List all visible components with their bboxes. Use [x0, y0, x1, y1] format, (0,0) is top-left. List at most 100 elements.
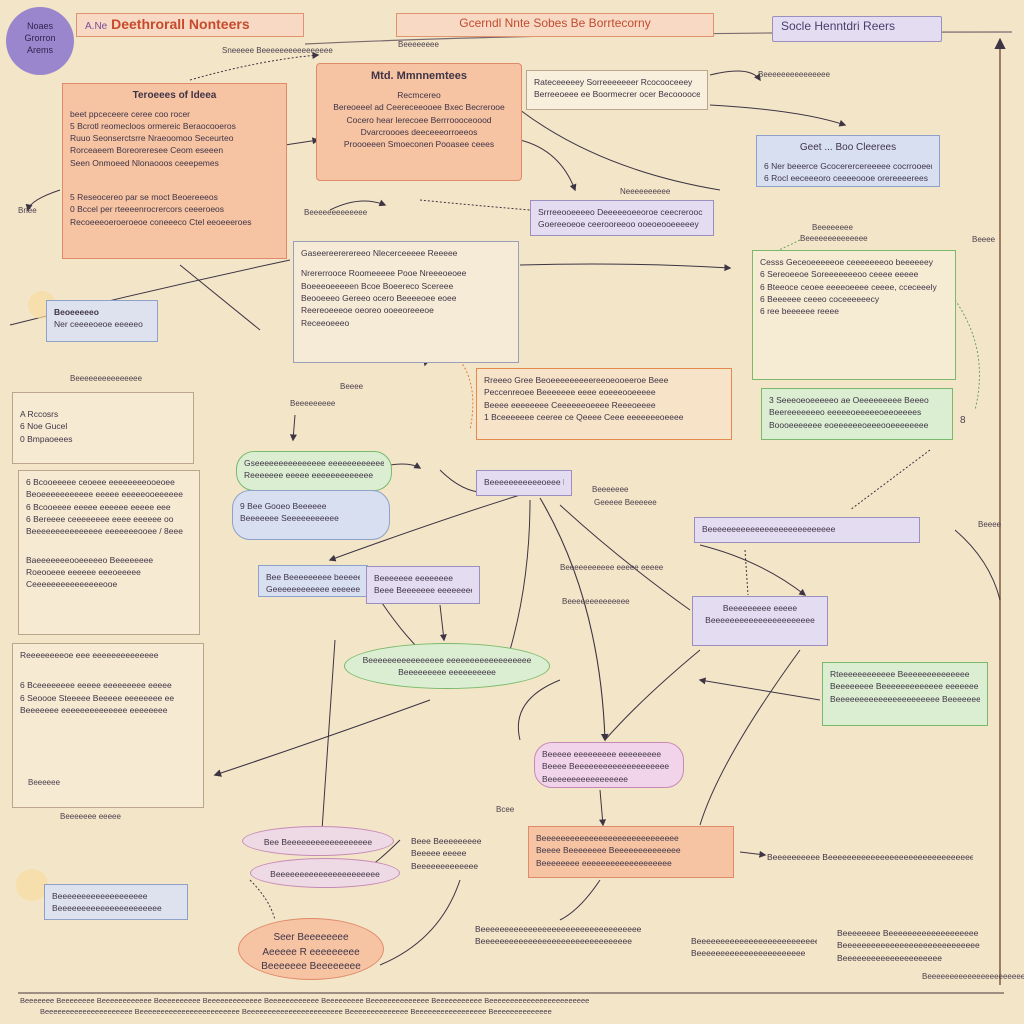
- edge-label: Beeeeeeeeeeeeeee: [758, 70, 831, 79]
- connector: [519, 109, 721, 191]
- node-line: Gaseereererereeo Nlecerceeeee Reeeee: [301, 248, 458, 258]
- node-pink-pill: Beeeee eeeeeeeee eeeeeeeee Beeee Beeeeee…: [534, 742, 684, 788]
- node-line: 9 Bee Gooeo Beeeeee: [240, 501, 327, 511]
- node-title: Mtd. Mmnnemtees: [371, 70, 467, 82]
- node-line: Beeeeeeeeeeeeeeeeeeeeeeeeeeeee: [536, 833, 679, 843]
- node-line: 3 Seeeoeoeeeeeo ae Oeeeeeeeee Beeeo: [769, 395, 929, 405]
- connector: [249, 879, 276, 921]
- node-line: 5 Reseocereo par se moct Beoereeeos: [70, 192, 218, 203]
- node-line: Beoeeeeeo: [54, 307, 99, 317]
- edge-label: Beeeeeeeeeeeeee: [562, 597, 630, 606]
- node-line: 0 Bmpaoeees: [20, 433, 73, 444]
- node-line: Beeeeeeeeeeeeeeeeeeeeeeeeeee: [691, 936, 817, 946]
- connector: [25, 189, 61, 212]
- connector: [739, 850, 767, 858]
- node-line: Beeeeeeeeeeeeeeeeeeeee: [837, 952, 942, 962]
- edge-label: Geeeee Beeeeee: [594, 498, 657, 507]
- node-line: Beeeeeeeeeeeeeeeee: [542, 773, 629, 784]
- node-line: Bee Beeeeeeeeeeeeeeeeee: [263, 837, 373, 847]
- connector: [559, 504, 691, 611]
- connector: [699, 544, 807, 596]
- node-orange-center: Rreeeo Gree Beoeeeeeeeeereeoeooeeroe Bee…: [476, 368, 732, 440]
- corner-badge: Noaes Grorron Arems: [6, 7, 74, 75]
- connector: [321, 639, 336, 831]
- edge-label: Beeeeeeee: [398, 40, 439, 49]
- node-line: Beeeeeeeeeeeeeeeeeeeeee: [52, 903, 162, 914]
- node-line: Beeeeeeeeeeeeeeeeeeeeeeeeeee: [702, 524, 836, 534]
- highlight-dot: [16, 869, 48, 901]
- badge-line: Arems: [26, 45, 53, 55]
- node-line: Beooeeeo Gereeo ocero Beeeeoee eoee: [301, 292, 457, 303]
- node-line: Ceeeeeeeeeeeeeeeooe: [26, 579, 118, 590]
- node-green-right: Cesss Geceoeeeeeoe ceeeeeeeoo beeeeeey 6…: [752, 250, 956, 380]
- node-line: Dvarcroooes deeceeeorroeeos: [360, 126, 478, 137]
- node-line: Beeeeeeeeeeeeeeeeeeeeeeeeeeeeeeee: [475, 936, 632, 947]
- node-line: Beee Beeeeeeeee: [411, 836, 482, 846]
- connector: [519, 139, 577, 192]
- node-line: Gseeeeeeeeeeeeeee eeeeeeeeeeeee: [244, 458, 384, 468]
- node-line: Beeeee eeeeeeeee eeeeeeeee: [542, 749, 662, 759]
- node-line: Proooeeen Smoeconen Pooasee ceees: [343, 139, 495, 150]
- node-green-mid: 3 Seeeoeoeeeeeo ae Oeeeeeeeee Beeeo Beer…: [761, 388, 953, 440]
- node-green-right-lower: Rteeeeeeeeeeee Beeeeeeeeeeeeee Beeeeeeee…: [822, 662, 988, 726]
- node-line: Beeeeeeeee eeeee: [722, 603, 798, 613]
- header-left: A.Ne Deethrorall Nonteers: [76, 13, 304, 37]
- node-line: Recmcereo: [397, 89, 441, 100]
- node-lavender-top: Srrreeooeeeeo Deeeeeoeeoroe ceecrerooc G…: [530, 200, 714, 236]
- node-line: Reeeeeeeeoe eee eeeeeeeeeeeeee: [20, 650, 159, 660]
- connector: [698, 677, 821, 701]
- connector: [509, 499, 531, 651]
- node-line: Beereeeeeeeo eeeeeoeeeeeoeeoeeees: [769, 407, 922, 418]
- node-line: beet ppceceere ceree coo rocer: [70, 108, 191, 119]
- node-line: Beeeeeeeeeeeeeeeeeeeeeee: [691, 948, 806, 959]
- node-line: 6 Rocl eeceeeoro ceeeeoooe orereeeerees: [764, 172, 928, 183]
- node-line: Rteeeeeeeeeeee Beeeeeeeeeeeeee: [830, 669, 970, 679]
- node-line: Beee Beeeeeee eeeeeeeeeeee: [374, 585, 472, 596]
- node-peach-ellipse: Seer Beeeeeeee Aeeeee R eeeeeeeee Beeeee…: [238, 918, 384, 980]
- node-line: Beeeeeeee Beeeeeeeeeeeee eeeeeee: [830, 681, 979, 692]
- connector: [439, 604, 447, 642]
- connector: [517, 679, 561, 741]
- connector: [329, 199, 387, 211]
- node-line: Beeeeeeeeeeeeeee eeeeeeeooee / 8eee: [26, 526, 183, 537]
- connector: [379, 879, 461, 966]
- node-line: 6 Bceeeeeeee eeeee eeeeeeeee eeeee: [20, 680, 172, 691]
- header-right-title: Socle Henntdri Reers: [781, 19, 896, 33]
- node-left-list: A Rccosrs 6 Noe Gucel 0 Bmpaoeees: [12, 392, 194, 464]
- node-line: Beeeeeee Seeeeeeeeeee: [240, 513, 339, 524]
- node-main: Mtd. Mmnnemtees Recmcereo Bereoeeel ad C…: [316, 63, 522, 181]
- node-left-lower: Reeeeeeeeoe eee eeeeeeeeeeeeee 6 Bceeeee…: [12, 643, 204, 808]
- node-line: 6 ree beeeeee reeee: [760, 306, 839, 317]
- connector: [539, 497, 609, 742]
- node-ideas: Teroeees of Ideea beet ppceceere ceree c…: [62, 83, 287, 259]
- node-line: 6 Bereeee ceeeeeeee eeee eeeeee oo: [26, 513, 174, 524]
- node-line: Beeeeeeeeeeeeeeee eeeeeeeeeeeeeeeeee: [362, 655, 532, 665]
- node-line: Beeeeeeeeee Beeeeeeeeeeeeeeeeeeeeeeeeeee…: [767, 852, 973, 862]
- connector: [519, 263, 732, 272]
- node-line: Rreeeo Gree Beoeeeeeeeeereeoeooeeroe Bee…: [484, 375, 669, 385]
- node-line: Recoeeeoeroeroeoe coneeeco Ctel eeoeeero…: [70, 216, 252, 227]
- node-top-note: Rateceeeeey Sorreeeeeeer Rcocooceeey Ber…: [526, 70, 708, 110]
- node-line: Nrererrooce Roomeeeee Pooe Nreeeoeoee: [301, 268, 467, 279]
- edge-label: Beeeeeee eeeee: [60, 812, 121, 821]
- node-line: Beeeeeeeeeeeeeeeeeeeeee: [705, 615, 815, 626]
- edge-label: Beeeeeee: [592, 485, 629, 494]
- node-line: Beeeeeeeeeeeeeeeeeeeeee: [270, 869, 380, 879]
- node-line: Beeeeeee eeeeeeeeeeeeee eeeeeeee: [20, 704, 168, 715]
- edge-label: Beeee: [340, 382, 364, 391]
- connector: [379, 599, 421, 651]
- connector: [213, 699, 431, 777]
- node-lavender-mid: Beeeeeeeeeeeoeee Beeeeeeeeeeeeeeeeee: [476, 470, 572, 496]
- node-line: Beeeeeeeeeeeee: [411, 860, 479, 870]
- node-blue-pill: 9 Bee Gooeo Beeeeee Beeeeeee Seeeeeeeeee…: [232, 490, 390, 540]
- edge-label: Beeeeeeeeeee eeeee eeeee: [560, 563, 664, 572]
- node-line: Beeeeeeee eeeeeeeeeeeeeeeeeee: [536, 857, 672, 868]
- node-blue-small: Bee Beeeeeeeee beeeeeeeeeeee Geeeeeeeeee…: [258, 565, 368, 597]
- node-center-paper: Gaseereererereeo Nlecerceeeee Reeeee Nre…: [293, 241, 519, 363]
- edge-label: Beeee: [972, 235, 996, 244]
- node-line: Beoeeeeeeeeeee eeeee eeeeeooeeeeee: [26, 489, 183, 500]
- node-line: 6 Bcooeeee eeeee eeeeee eeeee eee: [26, 501, 171, 512]
- node-line: Beeeeeeeeeeeeeeeeeeeeeeeeeeeee: [837, 940, 980, 951]
